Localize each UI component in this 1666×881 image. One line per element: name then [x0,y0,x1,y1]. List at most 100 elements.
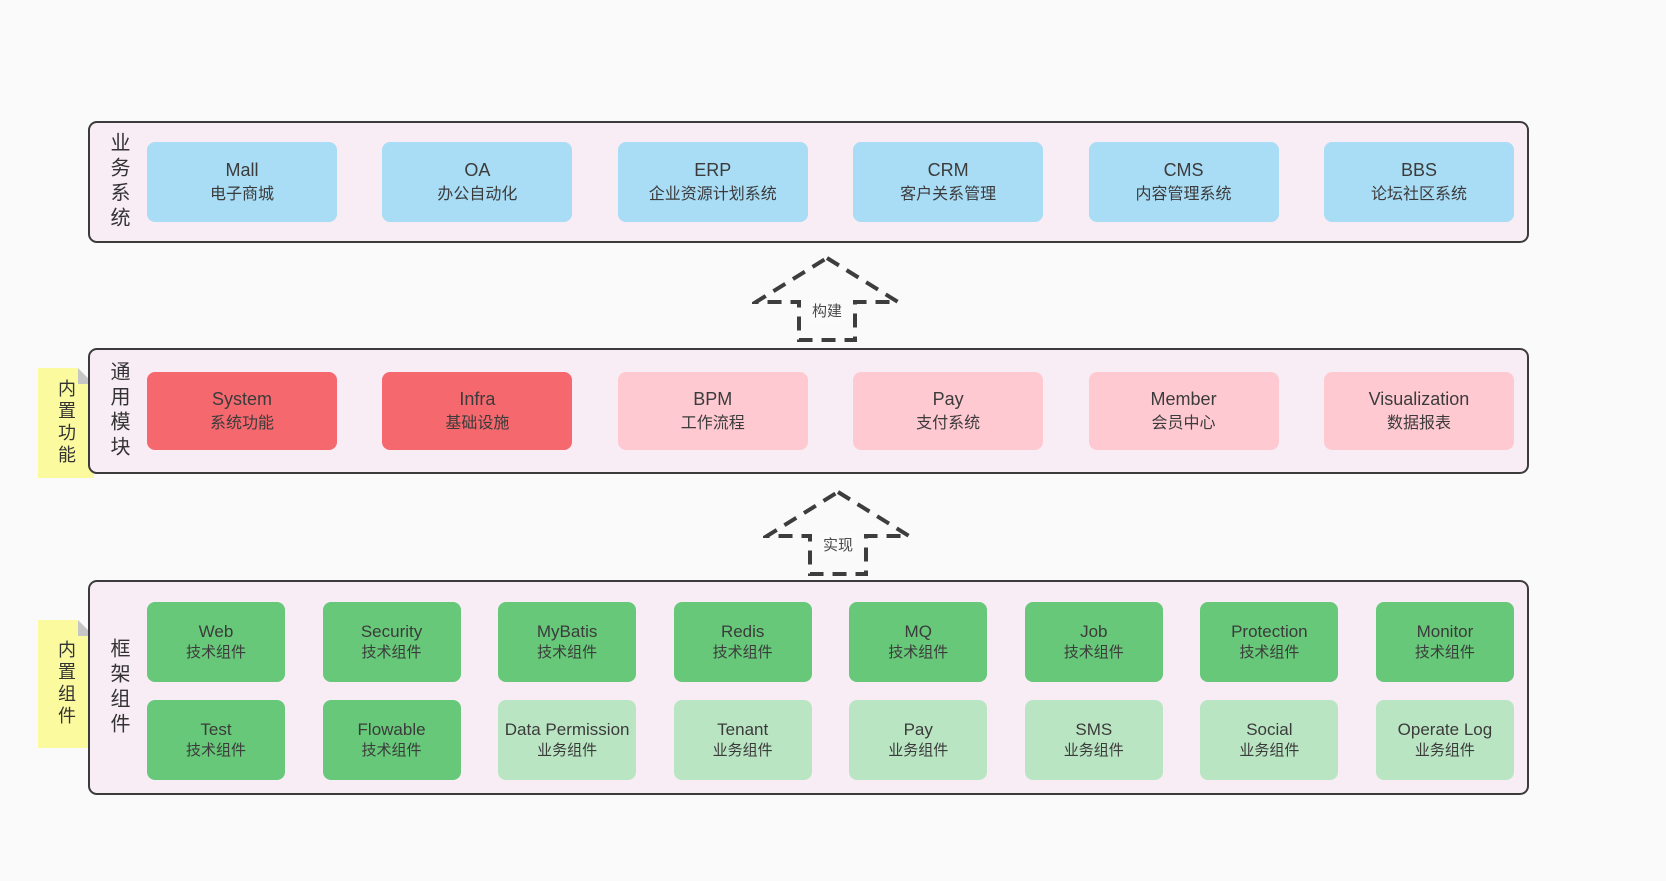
module-box: Member 会员中心 [1088,372,1279,450]
framework-components-panel: 框架组件 Web 技术组件 Security 技术组件 [88,580,1529,795]
module-subtitle: 业务组件 [888,742,949,760]
module-name: Data Permission [504,720,630,739]
module-name: MQ [904,622,932,641]
module-box: CMS 内容管理系统 [1088,142,1279,222]
module-subtitle: 技术组件 [712,644,773,662]
module-box: Redis 技术组件 [673,602,812,682]
module-subtitle: 系统功能 [209,414,274,432]
module-box: BBS 论坛社区系统 [1323,142,1514,222]
module-name: Tenant [717,720,769,739]
module-name: CMS [1163,160,1204,181]
module-subtitle: 业务组件 [1239,742,1300,760]
section-business-systems: 业务系统 Mall 电子商城 OA 办公自动化 [88,121,1529,243]
module-subtitle: 技术组件 [185,742,246,760]
module-subtitle: 技术组件 [888,644,949,662]
module-subtitle: 电子商城 [209,185,274,203]
module-box: Web 技术组件 [147,602,285,682]
module-box: CRM 客户关系管理 [853,142,1044,222]
up-arrow-icon [763,489,913,576]
module-subtitle: 内容管理系统 [1135,185,1232,203]
module-box: Visualization 数据报表 [1323,372,1514,450]
module-box: MQ 技术组件 [849,602,988,682]
section-framework-components: 内置组件 框架组件 Web 技术组件 Security 技术组件 [88,580,1529,795]
business-systems-label: 业务系统 [107,132,129,232]
module-subtitle: 技术组件 [1063,644,1124,662]
module-box: OA 办公自动化 [382,142,573,222]
module-name: Job [1080,622,1108,641]
module-subtitle: 企业资源计划系统 [648,185,777,203]
module-box: Data Permission 业务组件 [498,700,637,780]
module-name: Pay [932,389,964,410]
module-subtitle: 数据报表 [1386,414,1451,432]
module-name: Visualization [1368,389,1470,410]
module-name: CRM [927,160,969,181]
module-box: Mall 电子商城 [147,142,337,222]
framework-components-content: Web 技术组件 Security 技术组件 MyBatis 技术组件 [147,582,1527,793]
module-box: ERP 企业资源计划系统 [617,142,808,222]
sticky-note-built-in-components: 内置组件 [38,620,94,748]
module-name: Mall [225,160,259,181]
module-subtitle: 技术组件 [361,742,422,760]
module-subtitle: 业务组件 [712,742,773,760]
common-modules-content: System 系统功能 Infra 基础设施 BPM 工作流程 [147,350,1527,472]
framework-components-label: 框架组件 [107,637,129,738]
arrow-implement-label: 实现 [818,533,858,556]
module-name: Test [200,720,232,739]
sticky-note-text: 内置功能 [56,379,76,467]
module-subtitle: 工作流程 [680,414,745,432]
module-box: Tenant 业务组件 [673,700,812,780]
module-name: Flowable [357,720,426,739]
module-subtitle: 支付系统 [916,414,981,432]
module-name: Web [198,622,234,641]
common-modules-panel: 通用模块 System 系统功能 Infra 基础设施 [88,348,1529,474]
up-arrow-icon [752,255,902,342]
module-box: Operate Log 业务组件 [1375,700,1514,780]
module-name: BPM [693,389,733,410]
arrow-build: 构建 [752,253,902,343]
module-box: Job 技术组件 [1024,602,1163,682]
module-box: Infra 基础设施 [382,372,573,450]
common-modules-label: 通用模块 [107,361,129,461]
module-box: Social 业务组件 [1200,700,1339,780]
module-box: Test 技术组件 [147,700,285,780]
module-name: System [211,389,272,410]
module-name: Security [360,622,423,641]
module-subtitle: 客户关系管理 [900,185,997,203]
arrow-build-label: 构建 [807,299,847,322]
module-subtitle: 办公自动化 [437,185,518,203]
module-box: MyBatis 技术组件 [498,602,637,682]
module-name: Social [1246,720,1293,739]
business-systems-row: Mall 电子商城 OA 办公自动化 ERP 企业资源计划系统 [147,142,1514,222]
module-name: Pay [903,720,933,739]
module-name: Monitor [1416,622,1474,641]
module-name: ERP [694,160,732,181]
module-name: MyBatis [536,622,598,641]
module-subtitle: 技术组件 [1414,644,1475,662]
business-systems-content: Mall 电子商城 OA 办公自动化 ERP 企业资源计划系统 [147,123,1527,241]
module-box: Security 技术组件 [322,602,461,682]
common-modules-row: System 系统功能 Infra 基础设施 BPM 工作流程 [147,372,1514,450]
module-subtitle: 技术组件 [361,644,422,662]
module-subtitle: 基础设施 [445,414,510,432]
sticky-note-text: 内置组件 [56,640,76,728]
module-name: BBS [1400,160,1437,181]
arrow-implement: 实现 [763,487,913,577]
module-box: Monitor 技术组件 [1375,602,1514,682]
module-subtitle: 技术组件 [1239,644,1300,662]
module-subtitle: 技术组件 [537,644,598,662]
module-name: Member [1150,389,1217,410]
module-name: Operate Log [1397,720,1493,739]
sticky-note-built-in-features: 内置功能 [38,368,94,478]
module-name: Protection [1231,622,1308,641]
module-subtitle: 会员中心 [1151,414,1216,432]
module-subtitle: 技术组件 [185,644,246,662]
module-box: System 系统功能 [147,372,337,450]
module-subtitle: 业务组件 [1414,742,1475,760]
module-box: Protection 技术组件 [1200,602,1339,682]
module-name: Redis [720,622,765,641]
business-systems-panel: 业务系统 Mall 电子商城 OA 办公自动化 [88,121,1529,243]
module-box: BPM 工作流程 [617,372,808,450]
module-box: SMS 业务组件 [1024,700,1163,780]
framework-components-row-1: Web 技术组件 Security 技术组件 MyBatis 技术组件 [147,602,1514,682]
